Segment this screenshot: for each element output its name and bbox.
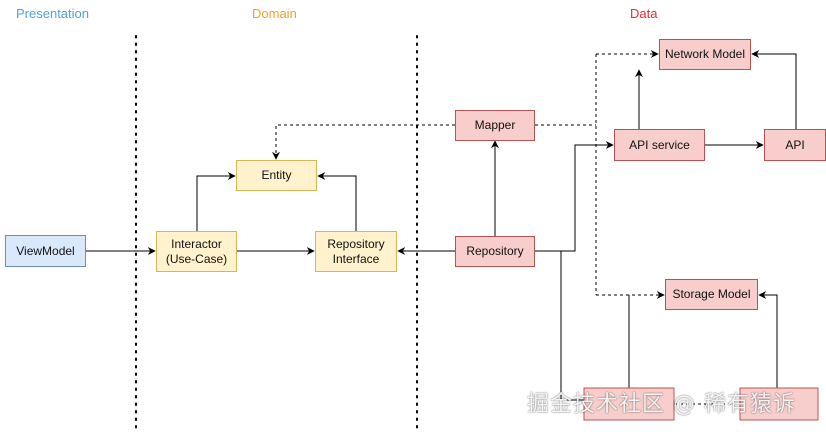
repository-node[interactable]: Repository bbox=[455, 236, 535, 267]
edge-mapper-entity bbox=[272, 124, 455, 160]
layer-label-domain: Domain bbox=[252, 6, 297, 21]
layer-label-data: Data bbox=[630, 6, 658, 21]
api-service-node[interactable]: API service bbox=[614, 129, 705, 161]
edge-interactor-entity bbox=[196, 172, 236, 231]
edge-repository-localstorage bbox=[535, 250, 584, 401]
viewmodel-node[interactable]: ViewModel bbox=[5, 235, 86, 267]
watermark-text: 掘金技术社区 @ 稀有猿诉 bbox=[527, 392, 796, 417]
storage-node-left bbox=[583, 387, 675, 421]
interactor-node[interactable]: Interactor (Use-Case) bbox=[156, 231, 237, 272]
storage-model-node[interactable]: Storage Model bbox=[665, 279, 758, 310]
api-node[interactable]: API bbox=[764, 129, 826, 161]
edge-repository-apiservice bbox=[535, 141, 614, 252]
storage-node-right bbox=[739, 387, 819, 421]
edge-storage-storagemodel-right bbox=[758, 291, 778, 388]
entity-node[interactable]: Entity bbox=[236, 160, 317, 191]
network-model-node[interactable]: Network Model bbox=[659, 39, 751, 70]
edge-api-networkmodel bbox=[751, 50, 797, 129]
layer-label-presentation: Presentation bbox=[16, 6, 89, 21]
repository-interface-node[interactable]: Repository Interface bbox=[315, 231, 397, 272]
mapper-node[interactable]: Mapper bbox=[455, 110, 535, 141]
edge-repointerface-entity bbox=[317, 172, 357, 231]
